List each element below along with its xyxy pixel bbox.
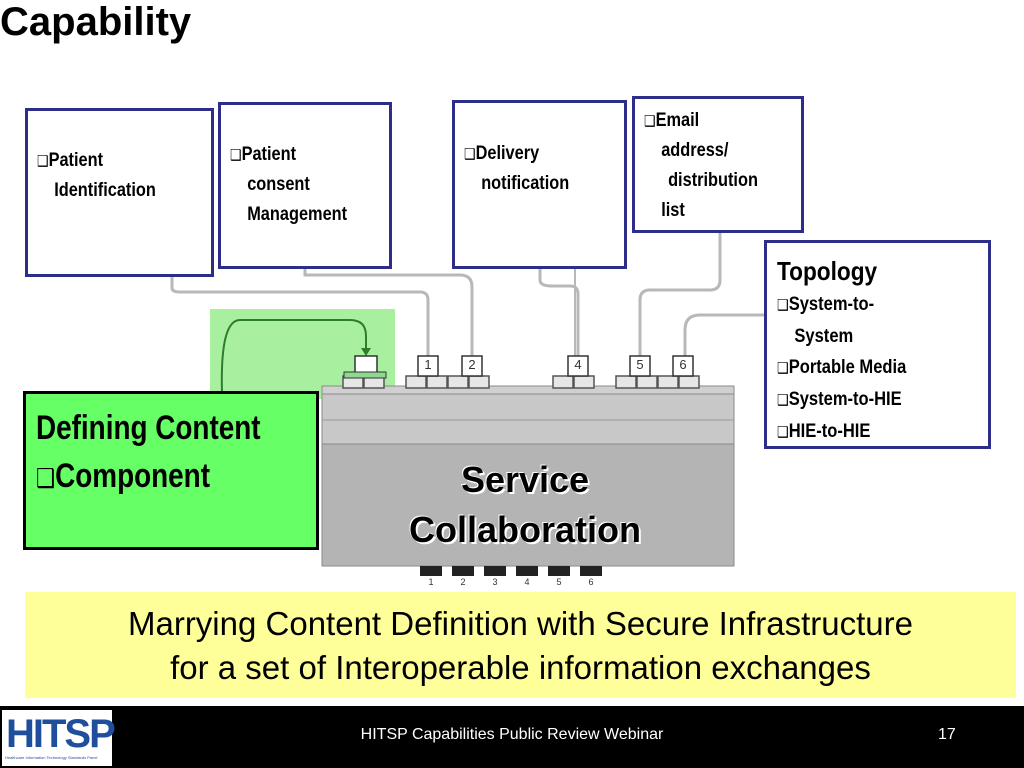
- topology-box: Topology ❑System-to- System ❑Portable Me…: [764, 240, 991, 449]
- topology-item: System-to-HIE: [788, 389, 902, 410]
- banner-text: Marrying Content Definition with Secure …: [25, 602, 1016, 690]
- bottom-ports: [420, 566, 602, 576]
- bottom-port-label: 3: [492, 577, 498, 587]
- numbered-plugs: [417, 355, 694, 377]
- bottom-port-label: 2: [460, 577, 466, 587]
- capability-text: ❑Patient consent Management: [230, 140, 347, 230]
- capability-line: Patient: [48, 150, 104, 171]
- port-label: 6: [679, 357, 687, 372]
- capability-line: Email: [655, 110, 700, 131]
- checkbox-bullet-icon: ❑: [777, 423, 789, 441]
- connector-lines: [170, 232, 764, 356]
- capability-line: Identification: [54, 180, 156, 201]
- banner-line: Marrying Content Definition with Secure …: [127, 605, 913, 642]
- page-number: 17: [938, 726, 956, 743]
- logo-wordmark: HITSP: [6, 712, 116, 756]
- checkbox-bullet-icon: ❑: [464, 145, 476, 163]
- service-label-line: Collaboration: [409, 509, 641, 550]
- capability-line: notification: [481, 173, 570, 194]
- defining-content-text: Defining Content ❑Component: [36, 404, 261, 503]
- logo-tagline: Healthcare Information Technology Standa…: [5, 755, 98, 760]
- summary-banner: Marrying Content Definition with Secure …: [25, 592, 1016, 698]
- capability-line: Delivery: [475, 143, 540, 164]
- capability-line: address/: [661, 140, 729, 161]
- capability-text: ❑Delivery notification: [464, 139, 569, 199]
- checkbox-bullet-icon: ❑: [37, 152, 49, 170]
- port-label: 5: [636, 357, 644, 372]
- topology-item: System-to-: [788, 294, 875, 315]
- capability-line: list: [661, 200, 685, 221]
- device-top: [321, 393, 735, 445]
- checkbox-bullet-icon: ❑: [777, 391, 789, 409]
- capability-line: Management: [247, 204, 348, 225]
- defining-content-item: Component: [55, 457, 210, 495]
- port-label: 2: [468, 357, 476, 372]
- checkbox-bullet-icon: ❑: [644, 112, 656, 130]
- topology-content: Topology ❑System-to- System ❑Portable Me…: [777, 253, 906, 448]
- bottom-port-label: 6: [588, 577, 594, 587]
- footer-title: HITSP Capabilities Public Review Webinar: [360, 726, 664, 743]
- capability-box-patient-identification: [25, 108, 214, 277]
- defining-content-box: Defining Content ❑Component: [23, 391, 319, 550]
- topology-title: Topology: [777, 256, 878, 286]
- topology-item: System: [794, 326, 854, 347]
- bottom-port-label: 4: [524, 577, 530, 587]
- slide-footer: HITSP Healthcare Information Technology …: [0, 706, 1024, 768]
- service-collaboration-label: Service Collaboration: [340, 455, 710, 555]
- capability-line: distribution: [668, 170, 758, 191]
- port-label: 1: [424, 357, 432, 372]
- component-loop-arrow: [220, 319, 367, 393]
- banner-line: for a set of Interoperable information e…: [170, 649, 871, 686]
- capability-line: consent: [247, 174, 310, 195]
- capability-box-patient-consent: [218, 102, 392, 269]
- capability-line: Patient: [241, 144, 297, 165]
- component-plug-base: [343, 371, 387, 379]
- defining-content-title: Defining Content: [36, 409, 261, 447]
- capability-box-delivery-notification: [452, 100, 627, 269]
- checkbox-bullet-icon: ❑: [777, 359, 789, 377]
- port-label: 4: [574, 357, 582, 372]
- topology-item: Portable Media: [788, 357, 907, 378]
- capability-text: ❑Email address/ distribution list: [644, 106, 758, 226]
- slide-title: Capability: [0, 0, 192, 44]
- checkbox-bullet-icon: ❑: [36, 464, 56, 494]
- checkbox-bullet-icon: ❑: [777, 296, 789, 314]
- bottom-port-label: 1: [428, 577, 434, 587]
- checkbox-bullet-icon: ❑: [230, 146, 242, 164]
- top-port-sockets: [342, 375, 700, 389]
- hitsp-logo: HITSP Healthcare Information Technology …: [2, 710, 116, 766]
- device-body: [321, 443, 735, 567]
- bottom-port-label: 5: [556, 577, 562, 587]
- service-label-line: Service: [460, 459, 590, 500]
- capability-text: ❑Patient Identification: [37, 146, 156, 206]
- topology-item: HIE-to-HIE: [788, 421, 871, 442]
- capability-box-email-address: [632, 96, 804, 233]
